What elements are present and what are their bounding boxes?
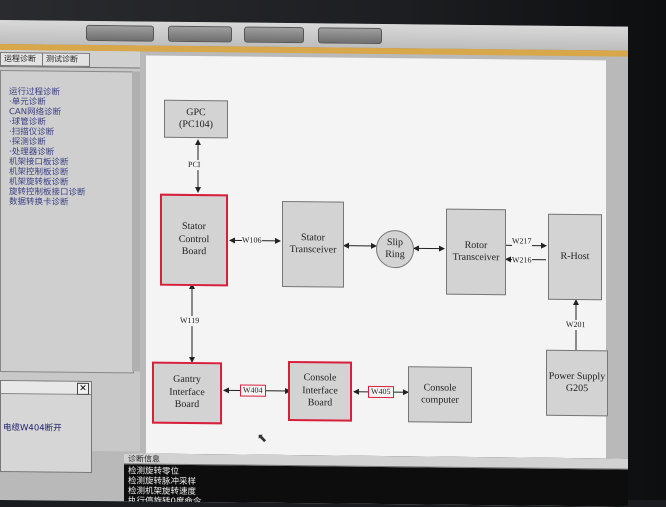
stator-transceiver[interactable]: Stator Transceiver: [282, 201, 344, 288]
gantry-interface-board[interactable]: Gantry Interface Board: [152, 362, 222, 425]
screen: 运程诊断 测试诊断 运行过程诊断 ·单元诊断 CAN网络诊断 ·球管诊断 ·扫描…: [0, 20, 628, 507]
tab-process-diagnosis[interactable]: 运程诊断: [0, 52, 44, 66]
wire-label-w106: W106: [242, 236, 262, 246]
wire-label-w119: W119: [180, 316, 199, 326]
tab-test-diagnosis[interactable]: 测试诊断: [42, 52, 90, 67]
power-supply-label: Power Supply G205: [549, 370, 605, 396]
console-computer-label: Console computer: [421, 382, 459, 407]
rotor-transceiver[interactable]: Rotor Transceiver: [446, 209, 506, 296]
diagnostic-info-panel: 诊断信息 检测旋转零位 检测旋转脉冲采样 检测机架旋转速度 执行停旋转0度命令: [124, 453, 628, 506]
toolbar-button-4[interactable]: [318, 27, 382, 44]
tree-item[interactable]: 数据转换卡诊断: [9, 197, 69, 208]
tree-item[interactable]: 机架旋转板诊断: [9, 177, 69, 188]
close-icon[interactable]: ✕: [77, 383, 89, 395]
dialog-titlebar: ✕: [1, 381, 91, 395]
wire-label-w216: W216: [512, 255, 532, 265]
gpc-box[interactable]: GPC (PC104): [164, 100, 228, 139]
slip-ring[interactable]: Slip Ring: [376, 230, 414, 268]
stator-transceiver-label: Stator Transceiver: [290, 232, 337, 257]
diagnostic-line: 执行停旋转0度命令: [128, 496, 201, 506]
gpc-label: GPC (PC104): [179, 106, 213, 131]
rotor-transceiver-label: Rotor Transceiver: [453, 239, 500, 264]
tree-item[interactable]: 机架接口板诊断: [9, 157, 69, 168]
tree-item[interactable]: 运行过程诊断: [9, 87, 60, 98]
left-panel: 运程诊断 测试诊断 运行过程诊断 ·单元诊断 CAN网络诊断 ·球管诊断 ·扫描…: [0, 50, 140, 451]
diagnostic-line: 检测旋转零位: [128, 466, 179, 477]
tree-item[interactable]: 机架控制板诊断: [9, 167, 69, 178]
diagnosis-tree: 运行过程诊断 ·单元诊断 CAN网络诊断 ·球管诊断 ·扫描仪诊断 ·探测诊断 …: [0, 70, 134, 373]
console-interface-label: Console Interface Board: [302, 372, 338, 410]
console-computer[interactable]: Console computer: [408, 366, 472, 423]
diagnostic-line: 检测旋转脉冲采样: [128, 476, 196, 487]
toolbar-button-1[interactable]: [86, 25, 154, 42]
wire-label-w404: W404: [240, 385, 266, 397]
wire-label-pci: PCI: [188, 160, 200, 170]
left-tab-strip: 运程诊断 测试诊断: [0, 50, 140, 68]
tree-item[interactable]: CAN网络诊断: [9, 107, 61, 118]
tree-item[interactable]: ·球管诊断: [9, 117, 46, 127]
mouse-cursor-icon: ⬉: [257, 431, 267, 445]
tree-item[interactable]: ·扫描仪诊断: [9, 127, 54, 137]
diagnostic-line: 检测机架旋转速度: [128, 486, 196, 497]
wire-label-w405: W405: [368, 386, 394, 398]
block-diagram: GPC (PC104) Stator Control Board Stator …: [146, 56, 606, 461]
tree-scrollbar[interactable]: [132, 71, 140, 371]
r-host[interactable]: R-Host: [548, 214, 602, 301]
console-interface-board[interactable]: Console Interface Board: [288, 361, 352, 422]
dialog-message: 电缆W404断开: [3, 421, 62, 434]
slip-ring-label: Slip Ring: [385, 237, 404, 262]
tree-item[interactable]: ·探测诊断: [9, 137, 46, 147]
gantry-interface-label: Gantry Interface Board: [169, 374, 205, 412]
wire-label-w217: W217: [512, 236, 532, 246]
stator-control-board[interactable]: Stator Control Board: [160, 194, 228, 287]
wire-label-w201: W201: [566, 320, 586, 330]
power-supply-g205[interactable]: Power Supply G205: [546, 350, 608, 417]
tree-item[interactable]: ·单元诊断: [9, 97, 46, 107]
r-host-label: R-Host: [561, 251, 590, 264]
toolbar-button-2[interactable]: [168, 26, 232, 43]
tree-item[interactable]: ·处理器诊断: [9, 147, 54, 157]
toolbar-button-3[interactable]: [244, 27, 304, 44]
stator-control-label: Stator Control Board: [179, 221, 210, 259]
message-dialog: ✕ 电缆W404断开: [0, 380, 92, 473]
